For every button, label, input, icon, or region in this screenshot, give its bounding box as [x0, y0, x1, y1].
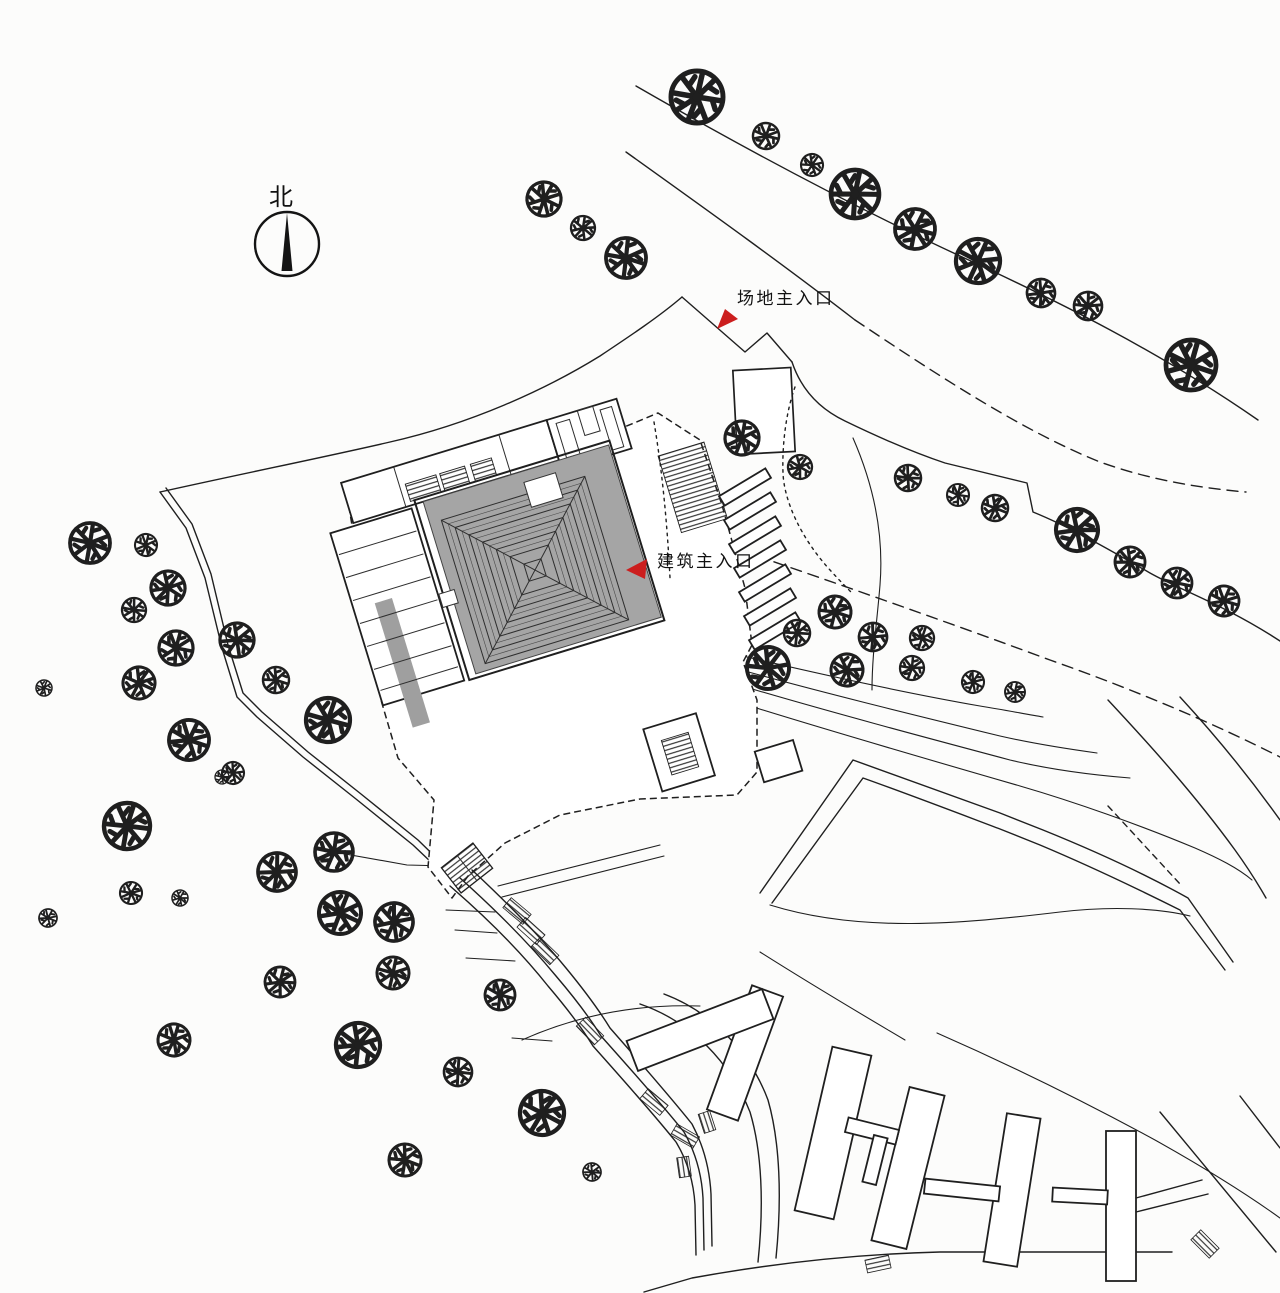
- main-hall: [413, 439, 666, 682]
- tree-symbol: [951, 234, 1005, 288]
- south-court: [642, 712, 804, 793]
- site-entrance-triangle-icon: [717, 309, 738, 329]
- tree-symbol: [854, 618, 892, 656]
- tree-symbol: [891, 461, 925, 495]
- tree-symbol: [103, 802, 151, 850]
- tree-symbol: [304, 696, 352, 744]
- tree-symbol: [70, 523, 110, 563]
- north-compass: 北: [253, 184, 321, 278]
- tree-symbol: [305, 823, 363, 881]
- compass-circle: [253, 210, 321, 278]
- tree-symbol: [256, 660, 296, 700]
- pyramid-roof: [440, 475, 630, 665]
- building-cluster: [625, 984, 1280, 1293]
- tree-symbol: [565, 210, 601, 246]
- tree-symbol: [252, 847, 302, 897]
- building-bar: [793, 1045, 873, 1221]
- tree-symbol: [781, 617, 813, 649]
- tree-symbol: [1107, 539, 1153, 585]
- tree-symbol: [746, 116, 786, 156]
- roof-opening: [523, 472, 564, 508]
- tree-symbol: [143, 563, 193, 613]
- tree-symbol: [957, 666, 989, 698]
- tree-symbol: [514, 1085, 569, 1140]
- compass-label: 北: [269, 184, 293, 211]
- tree-symbol: [213, 616, 261, 664]
- building-bar: [870, 1085, 946, 1251]
- corridor: [861, 1133, 889, 1187]
- site-boundary: [159, 296, 1280, 883]
- contour-lines: [445, 437, 1280, 1219]
- tree-symbol: [380, 1135, 430, 1185]
- tree-symbol: [893, 649, 931, 687]
- tree-symbol: [796, 149, 828, 181]
- building-entrance-label: 建筑主入口: [657, 552, 755, 571]
- tree-symbol: [257, 959, 303, 1005]
- main-building: [329, 397, 804, 793]
- tree-symbol: [1066, 284, 1110, 328]
- tree-symbol: [374, 954, 412, 992]
- corridor: [922, 1177, 1002, 1203]
- tree-symbol: [1159, 565, 1195, 601]
- tree-symbol: [1021, 273, 1061, 313]
- tree-symbol: [810, 587, 860, 637]
- building-entrance-annotation: 建筑主入口: [626, 552, 755, 579]
- tree-symbol: [825, 648, 869, 692]
- tree-symbol: [150, 622, 202, 674]
- tree-symbol: [114, 876, 148, 910]
- tree-symbol: [783, 450, 817, 484]
- tree-symbol: [671, 71, 723, 123]
- tree-symbol: [941, 478, 975, 512]
- site-entrance-label: 场地主入口: [737, 289, 835, 308]
- tree-symbol: [887, 201, 943, 257]
- tree-symbol: [129, 528, 163, 562]
- tree-symbol: [907, 623, 937, 653]
- corridor: [1051, 1186, 1109, 1206]
- west-wing: [329, 507, 466, 728]
- tree-symbol: [328, 1015, 387, 1074]
- building-bar: [625, 987, 775, 1073]
- tree-symbol: [1000, 677, 1030, 707]
- path-landing: [440, 842, 494, 894]
- east-terrace-steps: [657, 441, 728, 534]
- stepped-path: [440, 842, 713, 1256]
- tree-symbol: [168, 886, 192, 910]
- tree-symbol: [315, 888, 365, 938]
- tree-symbol: [605, 237, 647, 279]
- tree-symbol: [519, 174, 569, 224]
- west-roof-strip: [374, 598, 430, 728]
- tree-symbol: [367, 895, 421, 949]
- tree-symbol: [162, 713, 216, 767]
- tree-symbol: [441, 1055, 475, 1089]
- tree-symbol: [828, 167, 883, 222]
- building-bar: [1105, 1130, 1137, 1282]
- tree-symbol: [1050, 503, 1104, 557]
- tree-symbol: [119, 595, 149, 625]
- southeast-path: [759, 759, 1234, 971]
- compass-needle-icon: [281, 213, 293, 271]
- main-road: [625, 85, 1259, 493]
- tree-symbol: [34, 678, 54, 698]
- site-entrance-annotation: 场地主入口: [717, 289, 835, 329]
- tree-symbol: [1201, 578, 1247, 624]
- tree-symbol: [117, 661, 161, 705]
- tree-symbol: [35, 905, 61, 931]
- building-entrance-triangle-icon: [626, 559, 647, 579]
- tree-symbol: [978, 491, 1012, 525]
- ramp-strips: [717, 467, 803, 651]
- roof-break: [438, 588, 459, 609]
- tree-symbol: [477, 972, 523, 1018]
- tree-symbol: [150, 1016, 198, 1064]
- tree-symbol: [580, 1160, 604, 1184]
